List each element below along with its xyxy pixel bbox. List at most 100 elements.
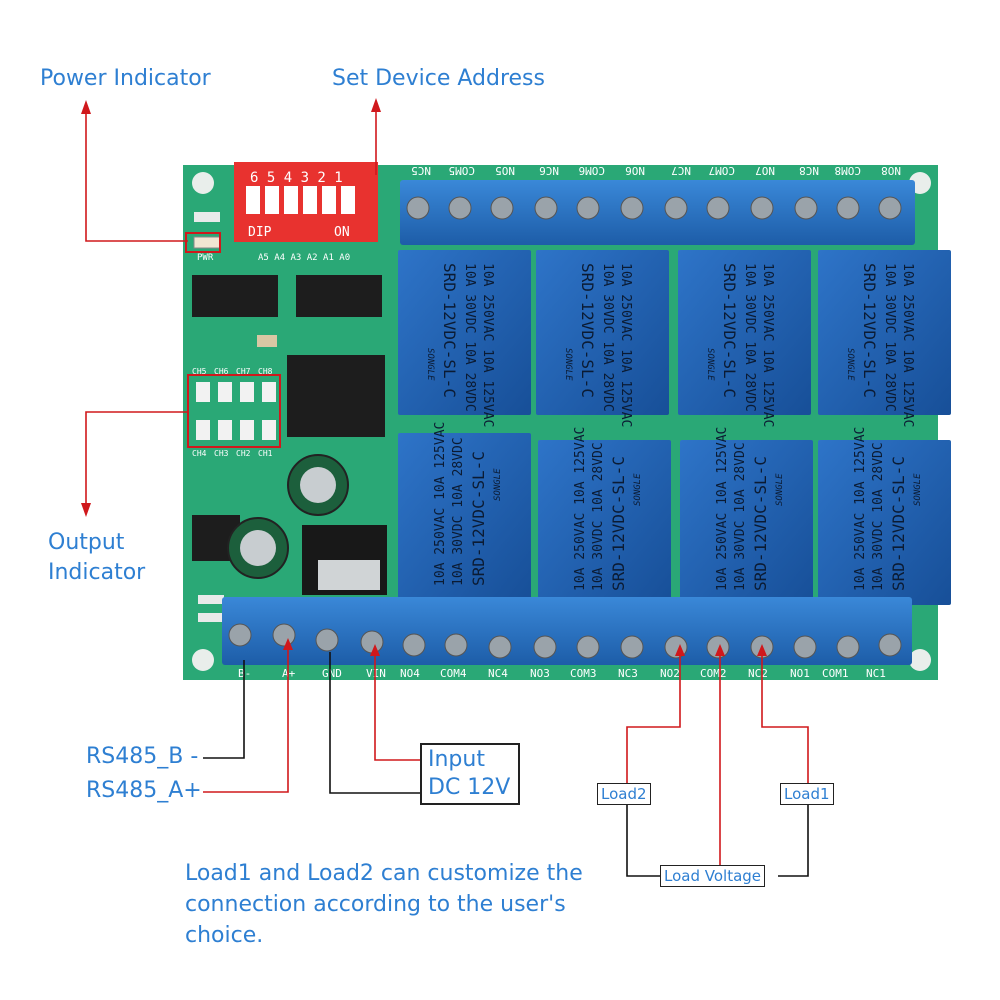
relay-brand: SONGLE bbox=[775, 473, 785, 506]
top-terminal-labels: NO8 COM8 NC8 NO7 COM7 NC7 NO6 COM6 NC6 N… bbox=[411, 164, 901, 177]
output-indicator-label-line1: Output bbox=[48, 530, 125, 555]
ic-chip-1 bbox=[192, 275, 278, 317]
input-label: Input bbox=[428, 747, 485, 772]
terminal-label-bottom: NO3 bbox=[530, 667, 550, 680]
relay-2: 10A 250VAC 10A 125VAC 10A 30VDC 10A 28VD… bbox=[536, 250, 669, 427]
channel-label-ch2: CH2 bbox=[236, 449, 251, 458]
relay-brand: SONGLE bbox=[913, 473, 923, 506]
pwr-led bbox=[193, 236, 221, 249]
relay-model: SRD-12VDC-SL-C bbox=[440, 263, 459, 398]
relay-rating-1: 10A 250VAC 10A 125VAC bbox=[618, 263, 633, 427]
terminal-label-bottom: COM1 bbox=[822, 667, 849, 680]
relay-5: 10A 250VAC 10A 125VAC 10A 30VDC 10A 28VD… bbox=[398, 422, 531, 601]
pwr-label: PWR bbox=[197, 253, 214, 263]
relay-model: SRD-12VDC-SL-C bbox=[720, 263, 739, 398]
relay-rating-1: 10A 250VAC 10A 125VAC bbox=[433, 422, 448, 586]
vin-arrowhead bbox=[370, 644, 380, 656]
terminal-label-bottom: COM4 bbox=[440, 667, 467, 680]
terminal-label-bottom: NO2 bbox=[660, 667, 680, 680]
terminal-label-top: NO5 bbox=[495, 164, 515, 177]
channel-label-ch5: CH5 bbox=[192, 367, 207, 376]
relay-brand: SONGLE bbox=[493, 468, 503, 501]
address-pins-label: A5 A4 A3 A2 A1 A0 bbox=[258, 253, 350, 263]
relay-3: 10A 250VAC 10A 125VAC 10A 30VDC 10A 28VD… bbox=[678, 250, 811, 427]
relay-model: SRD-12VDC-SL-C bbox=[860, 263, 879, 398]
resistor-pwr bbox=[194, 212, 220, 222]
set-device-address-label: Set Device Address bbox=[332, 66, 545, 91]
resistor-a bbox=[198, 595, 224, 604]
channel-label-ch3: CH3 bbox=[214, 449, 229, 458]
relay-rating-2: 10A 30VDC 10A 28VDC bbox=[871, 442, 886, 591]
relay-4: 10A 250VAC 10A 125VAC 10A 30VDC 10A 28VD… bbox=[818, 250, 951, 427]
terminal-label-top: NO8 bbox=[881, 164, 901, 177]
relay-rating-2: 10A 30VDC 10A 28VDC bbox=[451, 437, 466, 586]
relay-rating-1: 10A 250VAC 10A 125VAC bbox=[573, 427, 588, 591]
terminal-label-top: NO6 bbox=[625, 164, 645, 177]
terminal-label-bottom: NO1 bbox=[790, 667, 810, 680]
relay-brand: SONGLE bbox=[563, 348, 573, 381]
load-voltage-box: Load Voltage bbox=[660, 865, 766, 887]
ic-chip-3 bbox=[287, 355, 385, 437]
input-dc-box: Input DC 12V bbox=[420, 743, 520, 805]
rs485-b-label: RS485_B - bbox=[86, 744, 199, 769]
terminal-label-top: COM6 bbox=[579, 164, 606, 177]
dip-switch: 6 5 4 3 2 1 DIP ON bbox=[234, 162, 378, 242]
channel-label-ch4: CH4 bbox=[192, 449, 207, 458]
terminal-label-top: COM7 bbox=[709, 164, 736, 177]
terminal-label-bottom: A+ bbox=[282, 667, 296, 680]
relay-rating-2: 10A 30VDC 10A 28VDC bbox=[462, 263, 477, 412]
gnd-wire bbox=[329, 652, 420, 794]
dip-label: DIP bbox=[248, 225, 272, 240]
relay-rating-1: 10A 250VAC 10A 125VAC bbox=[900, 263, 915, 427]
dip-on-label: ON bbox=[334, 225, 350, 240]
ic-chip-2 bbox=[296, 275, 382, 317]
relay-model: SRD-12VDC-SL-C bbox=[609, 456, 628, 591]
channel-label-ch8: CH8 bbox=[258, 367, 273, 376]
dip-numbers: 6 5 4 3 2 1 bbox=[250, 170, 343, 186]
channel-label-ch1: CH1 bbox=[258, 449, 273, 458]
terminal-label-bottom: NC4 bbox=[488, 667, 508, 680]
rs485-a-arrowhead bbox=[283, 638, 293, 650]
load2-wire-black bbox=[626, 805, 660, 877]
load1-wire-red bbox=[761, 652, 809, 783]
terminal-label-top: COM8 bbox=[835, 164, 862, 177]
relay-rating-1: 10A 250VAC 10A 125VAC bbox=[760, 263, 775, 427]
output-led-grid bbox=[196, 382, 276, 440]
load-customize-note: Load1 and Load2 can customize the connec… bbox=[185, 861, 583, 948]
terminal-label-bottom: NO4 bbox=[400, 667, 420, 680]
load2-box: Load2 bbox=[597, 783, 651, 805]
relay-model: SRD-12VDC-SL-C bbox=[578, 263, 597, 398]
mount-hole-br bbox=[909, 649, 931, 671]
bottom-terminal-screws bbox=[228, 623, 902, 659]
output-indicator-label-line2: Indicator bbox=[48, 560, 146, 585]
relay-model: SRD-12VDC-SL-C bbox=[469, 451, 488, 586]
relay-brand: SONGLE bbox=[705, 348, 715, 381]
rs485-b-wire bbox=[203, 660, 245, 759]
terminal-label-bottom: COM3 bbox=[570, 667, 597, 680]
terminal-label-bottom: GND bbox=[322, 667, 342, 680]
relay-rating-1: 10A 250VAC 10A 125VAC bbox=[853, 427, 868, 591]
bottom-terminal-labels: B- A+ GND VIN NO4 COM4 NC4 NO3 COM3 NC3 … bbox=[238, 667, 886, 680]
output-led-highlight bbox=[187, 374, 281, 448]
terminal-label-bottom: NC3 bbox=[618, 667, 638, 680]
relay-rating-2: 10A 30VDC 10A 28VDC bbox=[591, 442, 606, 591]
load1-box: Load1 bbox=[780, 783, 834, 805]
top-terminal-screws bbox=[406, 196, 902, 220]
relay-rating-1: 10A 250VAC 10A 125VAC bbox=[480, 263, 495, 427]
relay-brand: SONGLE bbox=[845, 348, 855, 381]
load1-wire-black bbox=[778, 805, 809, 877]
rs485-a-wire bbox=[203, 646, 289, 793]
power-indicator-label: Power Indicator bbox=[40, 66, 211, 91]
relay-rating-2: 10A 30VDC 10A 28VDC bbox=[733, 442, 748, 591]
terminal-label-bottom: NC1 bbox=[866, 667, 886, 680]
relay-rating-2: 10A 30VDC 10A 28VDC bbox=[882, 263, 897, 412]
capacitor-2-top bbox=[240, 530, 276, 566]
capacitor-1-top bbox=[300, 467, 336, 503]
load-voltage-arrowhead bbox=[715, 644, 725, 656]
load2-arrowhead bbox=[675, 644, 685, 656]
power-led-highlight bbox=[185, 232, 221, 253]
power-indicator-line bbox=[85, 112, 188, 242]
output-indicator-arrowhead bbox=[81, 503, 91, 517]
relay-rating-1: 10A 250VAC 10A 125VAC bbox=[715, 427, 730, 591]
